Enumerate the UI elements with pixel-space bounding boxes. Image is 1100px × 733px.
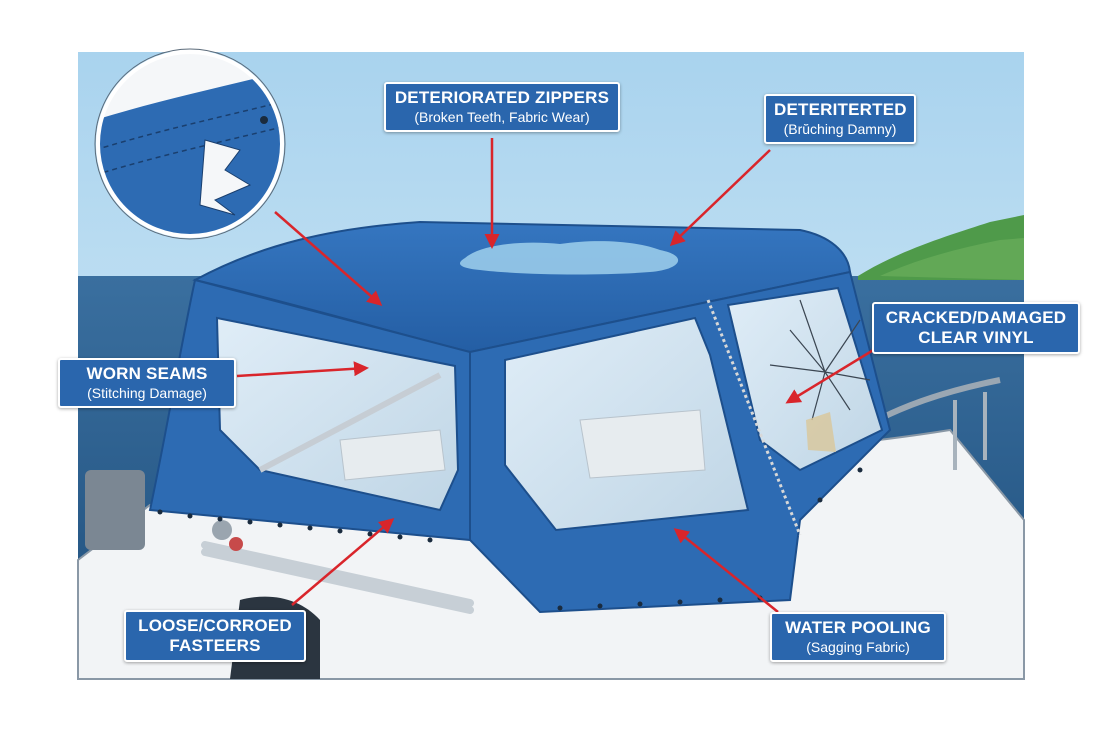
water-pool: [460, 241, 679, 275]
callout-deteriorated: DETERITERTED (Brŭching Damny): [764, 94, 916, 144]
vinyl-cracks: [769, 299, 871, 421]
callout-subtitle: (Stitching Damage): [87, 385, 207, 401]
callout-arrows: [236, 138, 881, 613]
seams-arrow: [236, 361, 369, 378]
callout-line-2: FASTEERS: [169, 636, 261, 655]
lens-arrow: [274, 211, 383, 306]
callout-subtitle: (Broken Teeth, Fabric Wear): [414, 109, 590, 125]
callout-title: WATER POOLING: [785, 618, 931, 637]
callout-line-1: LOOSE/CORROED: [138, 616, 292, 635]
callout-line-1: CRACKED/DAMAGED: [885, 308, 1067, 327]
callout-subtitle: (Sagging Fabric): [806, 639, 910, 655]
callout-deteriorated-zippers: DETERIORATED ZIPPERS (Broken Teeth, Fabr…: [384, 82, 620, 132]
callout-worn-seams: WORN SEAMS (Stitching Damage): [58, 358, 236, 408]
callout-title: DETERIORATED ZIPPERS: [394, 88, 610, 107]
callout-title: DETERITERTED: [774, 100, 907, 119]
seam-detail-lens: [94, 48, 286, 240]
zipper: [706, 299, 802, 536]
callout-line-2: CLEAR VINYL: [918, 328, 1034, 347]
fasteners-arrow: [291, 518, 395, 606]
engine-housing: [85, 470, 145, 550]
callout-water-pooling: WATER POOLING (Sagging Fabric): [770, 612, 946, 662]
callout-subtitle: (Brŭching Damny): [783, 121, 897, 137]
pooling-arrow: [673, 528, 779, 613]
callout-loose-fasteners: LOOSE/CORROED FASTEERS: [124, 610, 306, 662]
snap-fasteners: [157, 467, 863, 611]
vinyl-arrow: [785, 344, 881, 404]
hand-rail: [201, 541, 474, 614]
callout-title: WORN SEAMS: [86, 364, 208, 383]
deteriorated-arrow: [669, 149, 771, 247]
callout-cracked-vinyl: CRACKED/DAMAGED CLEAR VINYL: [872, 302, 1080, 354]
